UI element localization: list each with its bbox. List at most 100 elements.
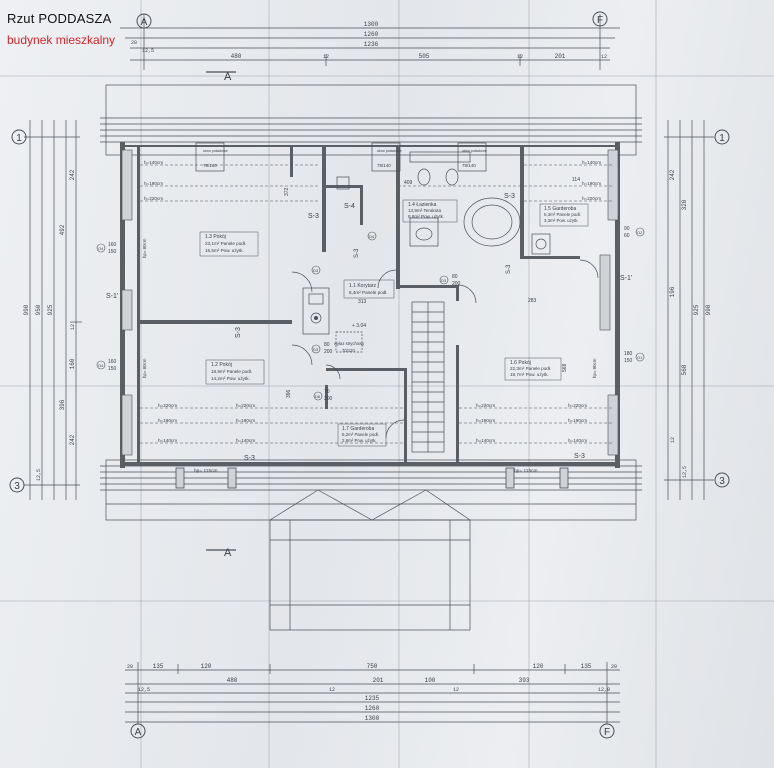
paper-fold: [0, 600, 774, 602]
paper-fold: [268, 0, 270, 768]
dim-top-480: 480: [231, 53, 242, 60]
height-220-e: h=220cm: [568, 403, 587, 408]
axis-label-1-left: 1: [16, 133, 22, 144]
dim-bottom-393: 393: [519, 677, 530, 684]
dim-top-505: 505: [419, 53, 430, 60]
dim-bottom-201: 201: [373, 677, 384, 684]
dim-bottom-12b: 12: [453, 687, 459, 693]
skylight-dim-1: 78/140: [203, 163, 217, 168]
room-1-2-label: 1.2 Pokój: [211, 362, 232, 368]
section-marker-bottom: A: [224, 547, 232, 559]
dim-bottom-12a: 12: [329, 687, 335, 693]
interior-dim-114: 114: [572, 177, 580, 183]
height-190-e: h=190cm: [568, 418, 587, 423]
dim-left-925: 925: [47, 304, 54, 315]
room-1-6-area: 18,7m² Pow. użytk.: [510, 372, 549, 377]
dim-top-12c: 12: [601, 54, 607, 60]
dimension-lines-top: 1300 1260 1236 480 505 201 12 12 12 20 1…: [120, 14, 620, 70]
height-190-d: h=190cm: [476, 418, 495, 423]
height-140-f: h=140cm: [582, 160, 601, 165]
room-1-6-floor: 22,3m² Panele podł.: [510, 366, 551, 371]
dim-bottom-120a: 120: [201, 663, 212, 670]
beam-mark-s3-f: S-3: [354, 248, 360, 258]
paper-fold: [655, 0, 657, 768]
room-1-5: 1.5 Garderoba 5,3m² Panele podł. 3,3m² P…: [539, 203, 589, 227]
dim-left-160: 160: [69, 358, 76, 369]
window-height-150-a: 150: [108, 249, 117, 255]
dim-top-1236: 1236: [364, 41, 379, 48]
sill-height-80-c: hp= 80cm: [592, 358, 597, 378]
height-190-f: h=190cm: [582, 181, 601, 186]
sill-height-80-b: hp= 80cm: [142, 358, 147, 378]
window-width-160-b: 160: [108, 359, 117, 365]
height-140-d: h=140cm: [476, 438, 495, 443]
window-width-160-a: 160: [108, 242, 117, 248]
dim-left-492: 492: [59, 224, 66, 235]
door-height-200-c: 200: [324, 396, 333, 402]
axis-label-3-right: 3: [719, 476, 725, 487]
beam-mark-s3-e: S-3: [235, 327, 242, 338]
dim-top-12-5: 12,5: [142, 48, 154, 54]
attic-hatch-note: wyłaz strychowy: [334, 341, 365, 346]
axis-label-f-bottom: F: [604, 727, 610, 738]
sill-height-115-b: hp= 115cm: [514, 468, 538, 474]
paper-fold: [0, 75, 774, 77]
room-1-1: 1.1 Korytarz 8,4m² Panele podł.: [343, 279, 395, 299]
room-1-4-label: 1.4 Łazienka: [408, 202, 437, 208]
door-code-d3-c: D3: [441, 278, 447, 283]
interior-dim-409: 409: [404, 180, 413, 186]
height-140-c: h=140cm: [236, 438, 255, 443]
dim-bottom-480: 480: [227, 677, 238, 684]
interior-dim-313: 313: [358, 299, 367, 305]
room-1-7-label: 1.7 Garderoba: [342, 426, 374, 432]
dim-left-12-5: 12,5: [36, 469, 42, 481]
page-subtitle: budynek mieszkalny: [7, 33, 116, 47]
window-code-o2: O2: [637, 230, 643, 235]
door-code-d4: D4: [369, 234, 375, 239]
door-width-80-b: 80: [324, 342, 330, 348]
interior-dim-283: 283: [528, 298, 537, 304]
room-1-2: 1.2 Pokój 18,9m² Panele podł. 14,2m² Pow…: [205, 359, 265, 385]
dim-bottom-1260: 1260: [365, 705, 380, 712]
dim-left-990: 990: [23, 304, 30, 315]
beam-mark-s3-c: S-3: [244, 455, 255, 462]
height-190-b: h=190cm: [158, 418, 177, 423]
wall-mark-s1-right: S-1': [620, 275, 632, 282]
room-1-1-floor: 8,4m² Panele podł.: [349, 290, 388, 295]
dim-top-12a: 12: [323, 54, 329, 60]
height-190-a: h=190cm: [144, 181, 163, 186]
window-width-180: 180: [624, 351, 633, 357]
beam-mark-s4: S-4: [344, 203, 355, 210]
skylight-note-3: okno połaciowe: [462, 149, 487, 153]
room-1-4-area: 8,6m² Pow. użytk.: [408, 214, 444, 219]
dim-bottom-20a: 20: [127, 664, 133, 670]
attic-hatch-dim: 70/120: [342, 348, 355, 353]
axis-label-1-right: 1: [719, 133, 725, 144]
room-1-5-label: 1.5 Garderoba: [544, 206, 576, 212]
dim-right-990: 990: [705, 304, 712, 315]
door-code-d3-b: D3: [313, 347, 319, 352]
room-1-3-area: 16,5m² Pow. użytk.: [205, 248, 244, 253]
dim-left-396: 396: [59, 399, 66, 410]
level-mark: + 3.04: [352, 323, 366, 329]
beam-mark-s3-b: S-3: [504, 193, 515, 200]
skylight-dim-2: 78/140: [377, 163, 391, 168]
dimension-lines-right: 990 925 320 196 568 242 12 12,5: [664, 120, 714, 500]
dim-bottom-135a: 135: [153, 663, 164, 670]
dim-bottom-12-8: 12,8: [598, 687, 610, 693]
beam-mark-s3-d: S-3: [574, 453, 585, 460]
room-1-3: 1.3 Pokój 23,1m² Panele podł. 16,5m² Pow…: [199, 231, 259, 257]
door-code-d6: D6: [315, 394, 321, 399]
skylight-note-2: okno połaciowe: [377, 149, 402, 153]
dim-left-242a: 242: [69, 169, 76, 180]
interior-dim-372: 372: [284, 187, 290, 196]
dim-bottom-1300: 1300: [365, 715, 380, 722]
height-220-a: h=220cm: [144, 196, 163, 201]
dim-left-950: 950: [35, 304, 42, 315]
dim-top-1300: 1300: [364, 21, 379, 28]
interior-walls: [137, 147, 580, 464]
ceiling-height-lines: [140, 164, 612, 444]
dim-bottom-1235: 1235: [365, 695, 380, 702]
